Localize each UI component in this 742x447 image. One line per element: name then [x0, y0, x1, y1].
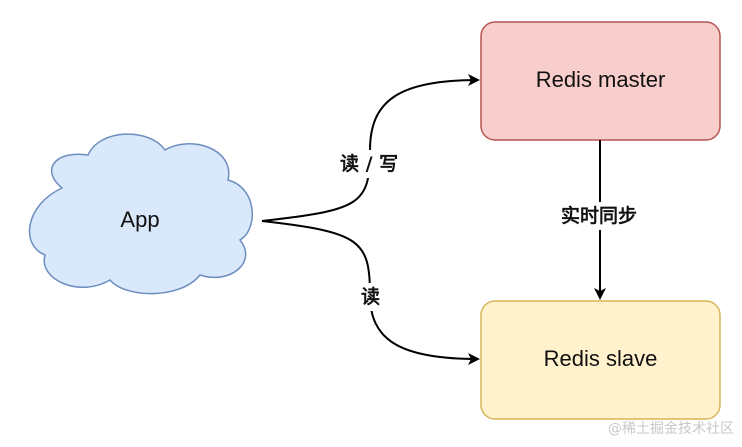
edge-label-sync: 实时同步	[557, 202, 642, 230]
edge-label-read: 读	[357, 283, 385, 311]
redis-master-box[interactable]	[480, 21, 721, 141]
edge-label-read-write: 读 / 写	[336, 150, 403, 178]
app-cloud-shape[interactable]	[28, 133, 253, 295]
watermark: @稀土掘金技术社区	[608, 421, 734, 437]
redis-slave-box[interactable]	[480, 300, 721, 420]
